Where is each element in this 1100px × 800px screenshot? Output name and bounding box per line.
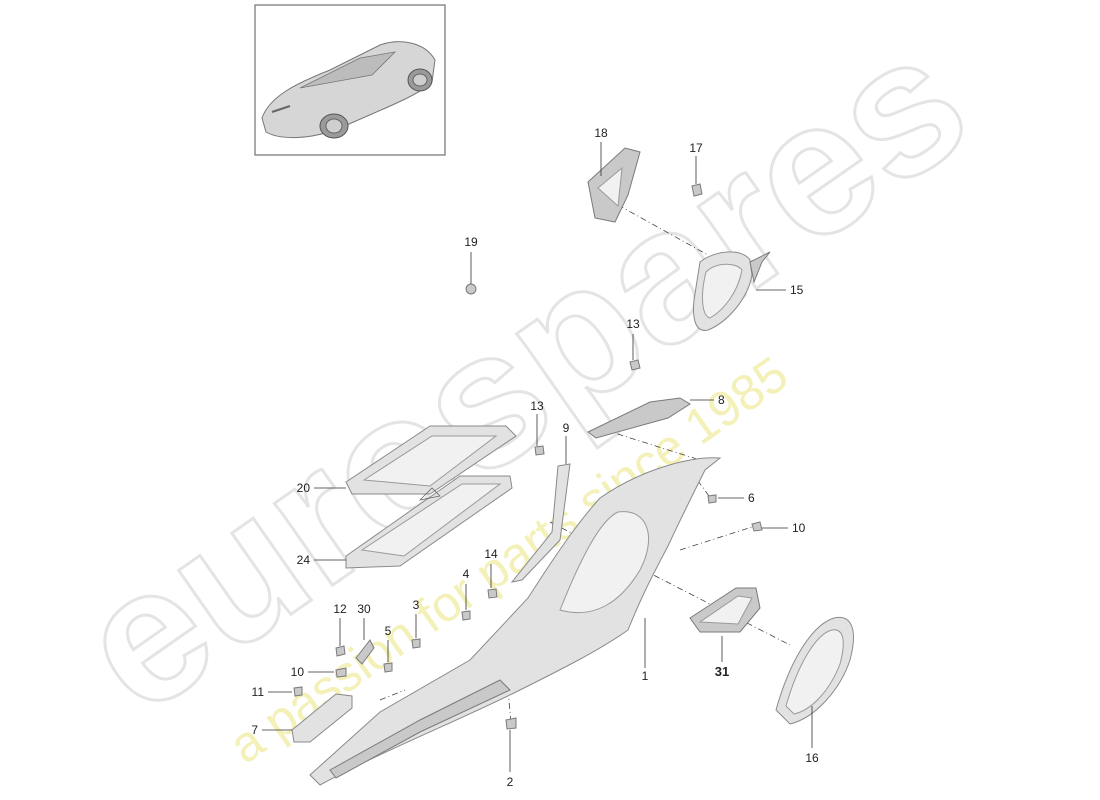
callout-20: 20 <box>297 481 311 495</box>
callout-10-left: 10 <box>291 665 305 679</box>
part-12-clip <box>335 645 346 657</box>
part-13-clip-lower <box>534 445 545 456</box>
callout-30: 30 <box>357 602 371 616</box>
part-6-clip <box>707 494 717 504</box>
part-9-seal <box>510 463 571 583</box>
callout-7: 7 <box>251 723 258 737</box>
part-2-clip <box>505 717 517 730</box>
callout-16: 16 <box>805 751 819 765</box>
callout-18: 18 <box>594 126 608 140</box>
part-5-clip <box>383 662 393 673</box>
callout-12: 12 <box>333 602 347 616</box>
part-14-clip <box>487 588 498 599</box>
part-7-bracket <box>291 693 353 743</box>
callout-4: 4 <box>463 567 470 581</box>
callout-13-lower: 13 <box>530 399 544 413</box>
part-17-clip <box>691 183 703 197</box>
callout-5: 5 <box>385 624 392 638</box>
callout-9: 9 <box>563 421 570 435</box>
part-13-clip-upper <box>629 359 641 371</box>
part-3-clip <box>411 638 421 649</box>
callout-11: 11 <box>252 685 265 699</box>
callout-3: 3 <box>413 598 420 612</box>
callout-13-upper: 13 <box>626 317 640 331</box>
part-11-clip <box>293 686 303 697</box>
thumbnail <box>254 4 446 156</box>
callout-2: 2 <box>507 775 514 789</box>
car-roadster-icon <box>261 41 436 139</box>
part-8-strip <box>587 397 691 439</box>
part-4-clip <box>461 610 471 621</box>
callout-17: 17 <box>689 141 703 155</box>
callout-24: 24 <box>297 553 311 567</box>
callouts: 18 17 19 15 13 13 8 9 20 6 10 24 14 4 3 … <box>251 126 819 789</box>
callout-15: 15 <box>790 283 804 297</box>
callout-19: 19 <box>464 235 478 249</box>
callout-8: 8 <box>718 393 725 407</box>
callout-6: 6 <box>748 491 755 505</box>
callout-14: 14 <box>484 547 498 561</box>
callout-10-right: 10 <box>792 521 806 535</box>
part-30-bracket <box>355 639 375 665</box>
leader-lines <box>262 142 813 772</box>
part-10-clip-right <box>751 521 763 532</box>
part-19-clip <box>465 283 477 295</box>
part-10-clip-left <box>335 667 347 678</box>
parts <box>291 147 854 786</box>
callout-1: 1 <box>642 669 649 683</box>
callout-31: 31 <box>715 664 729 679</box>
